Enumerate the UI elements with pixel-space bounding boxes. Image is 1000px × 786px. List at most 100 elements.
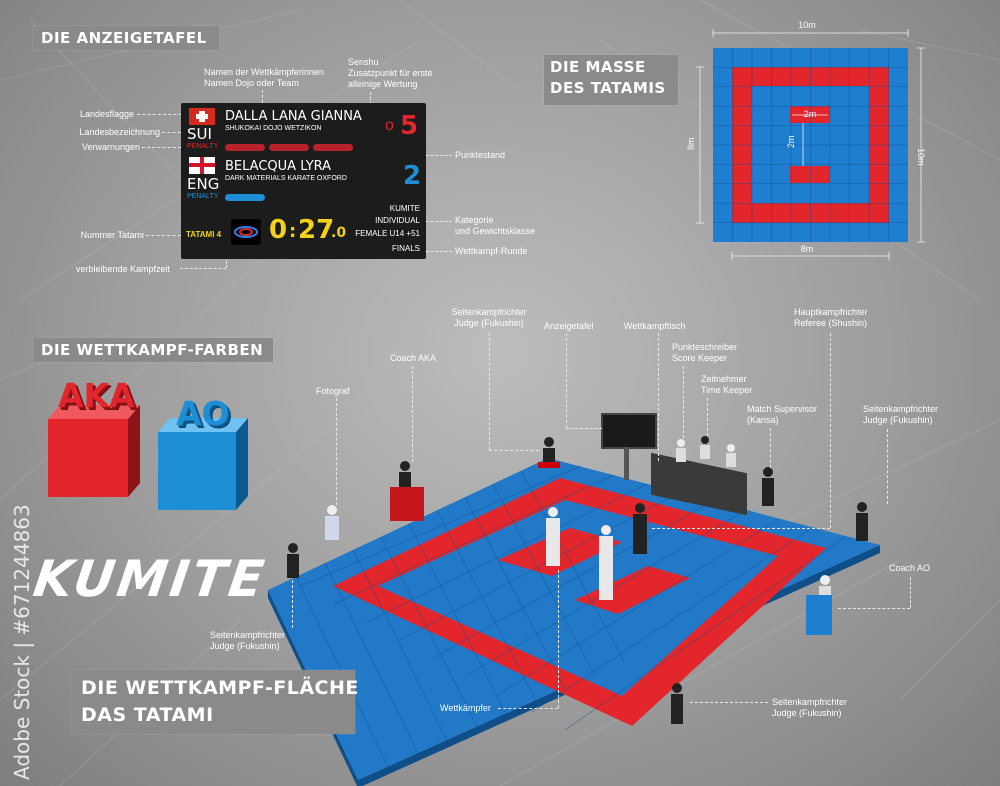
label-senshu: Senshu Zusatzpunkt für erste alleinige W… [348, 57, 433, 89]
judge-left-figure [287, 543, 299, 578]
referee-figure [633, 503, 647, 554]
label-athletes: Wettkämpfer [440, 703, 491, 713]
label-score-keeper: Punkteschreiber Score Keeper [672, 342, 738, 363]
photographer-figure [325, 505, 339, 540]
label-names: Namen der Wettkämpferinnen Namen Dojo od… [204, 67, 324, 88]
label-time-left: verbleibende Kampfzeit [76, 264, 171, 274]
leader-round [426, 251, 452, 252]
coach-aka-desk [390, 487, 424, 521]
score-keeper-figure [676, 439, 686, 462]
blue-penalty-1 [225, 194, 265, 201]
label-photographer: Fotograf [316, 386, 350, 396]
leader-tatami [146, 235, 186, 236]
leader-coach-ao [838, 608, 910, 609]
leader-athletes-v [558, 570, 559, 708]
supervisor-figure [762, 467, 774, 506]
label-supervisor: Match Supervisor (Kansa) [747, 404, 818, 425]
judge-bottom-figure [671, 683, 683, 724]
senshu-indicator: o [385, 117, 394, 134]
timer-colon: : [289, 221, 297, 242]
red-penalty-label: PENALTY [187, 143, 219, 150]
label-tatami-number: Nummer Tatami [80, 230, 144, 240]
display-stand [624, 447, 629, 480]
red-athlete-name: DALLA LANA GIANNA [225, 109, 362, 124]
leader-display-h [566, 428, 602, 429]
label-judge-top: Seitenkampfrichter Judge (Fukushin) [451, 307, 527, 328]
leader-category [426, 221, 452, 222]
coach-aka-figure [399, 461, 411, 488]
aka-block [48, 405, 140, 497]
leader-referee [830, 333, 831, 528]
mat-center-red-2 [575, 566, 690, 614]
label-country: Landesbezeichnung [79, 127, 160, 137]
ao-label: AO [176, 394, 230, 433]
red-penalty-2 [269, 144, 309, 151]
leader-photographer [336, 398, 337, 505]
recorder-figure [726, 444, 736, 467]
leader-supervisor [770, 428, 771, 468]
leader-time-keeper [707, 398, 708, 436]
athlete-ao-figure [599, 525, 613, 600]
red-country-code: SUI [187, 125, 212, 143]
leader-display [566, 333, 567, 428]
judge-top-figure [538, 437, 560, 468]
label-display: Anzeigetafel [544, 321, 594, 331]
category-line-1: KUMITE [389, 204, 420, 213]
colors-header: DIE WETTKAMPF-FARBEN [33, 338, 273, 362]
leader-time [226, 256, 227, 268]
leader-time-h [180, 268, 226, 269]
leader-judge-top-h [489, 450, 539, 451]
label-round: Wettkampf-Runde [455, 246, 528, 256]
leader-judge-left [292, 580, 293, 628]
timer-seconds: 27 [298, 215, 335, 245]
judge-right-figure [856, 502, 868, 541]
blue-score: 2 [403, 161, 422, 191]
leader-coach-ao-v [910, 577, 911, 608]
blue-athlete-name: BELACQUA LYRA [225, 159, 332, 174]
label-warnings: Verwarnungen [81, 142, 140, 152]
dimensions-header: DIE MASSE DES TATAMIS [544, 55, 678, 105]
leader-judge-top [489, 333, 490, 450]
tatami-plan [696, 29, 925, 260]
red-score: 5 [400, 111, 419, 141]
blue-penalty-label: PENALTY [187, 193, 219, 200]
leader-flag [137, 114, 187, 115]
label-judge-left: Seitenkampfrichter Judge (Fukushin) [210, 630, 286, 651]
category-line-2: INDIVIDUAL [375, 216, 420, 225]
dim-inner-width: 2m [803, 109, 817, 119]
leader-judge-right [887, 429, 888, 504]
red-penalty-1 [225, 144, 265, 151]
leader-names [262, 90, 263, 108]
tatami-number: TATAMI 4 [186, 230, 222, 239]
label-table: Wettkampftisch [624, 321, 686, 331]
label-category: Kategorie und Gewichtsklasse [455, 215, 536, 236]
ao-block [158, 418, 248, 510]
leader-country [162, 132, 186, 133]
red-penalty-3 [313, 144, 353, 151]
timer-tenth: .0 [331, 225, 347, 241]
display-screen [601, 413, 657, 449]
label-coach-ao: Coach AO [889, 563, 931, 573]
blue-country-code: ENG [187, 175, 220, 193]
label-flag: Landesflagge [79, 109, 134, 119]
dim-outer: 10m [798, 20, 816, 30]
scoreboard-header: DIE ANZEIGETAFEL [33, 26, 219, 50]
mat-inner-area [378, 500, 778, 696]
label-judge-bottom: Seitenkampfrichter Judge (Fukushin) [772, 697, 848, 718]
leader-judge-bottom [690, 702, 768, 703]
leader-referee-h [652, 528, 830, 529]
red-club-name: SHUKOKAI DOJO WETZIKON [225, 125, 322, 132]
area-header: DIE WETTKAMPF-FLÄCHE DAS TATAMI [71, 670, 358, 734]
category-line-4: FINALS [391, 244, 420, 253]
label-judge-right: Seitenkampfrichter Judge (Fukushin) [863, 404, 939, 425]
label-coach-aka: Coach AKA [390, 353, 437, 363]
swiss-flag-icon [189, 108, 215, 125]
england-flag-icon [189, 157, 215, 174]
leader-table [658, 333, 659, 461]
aka-label: AKA [58, 376, 135, 415]
timer-minutes: 0 [269, 215, 288, 245]
leader-warnings [142, 147, 186, 148]
athlete-aka-figure [546, 507, 560, 566]
